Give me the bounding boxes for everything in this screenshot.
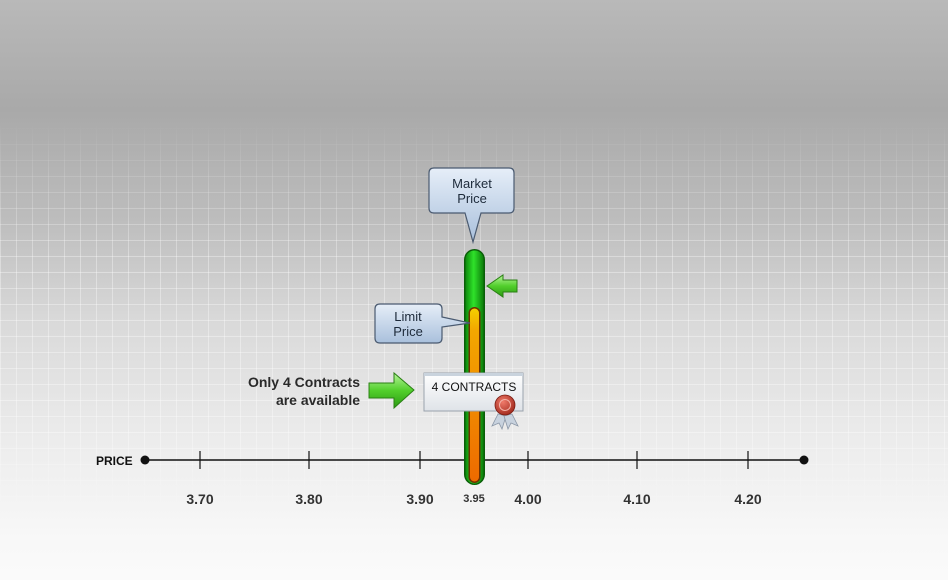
arrow-left-icon bbox=[486, 274, 518, 298]
axis-label: PRICE bbox=[96, 454, 133, 468]
price-axis: PRICE 3.70 3.80 3.90 4.00 4.10 4.20 3.95 bbox=[96, 451, 809, 507]
marker-price-label: 3.95 bbox=[463, 493, 484, 505]
seal-ribbon-icon bbox=[491, 394, 519, 431]
tick-label: 3.90 bbox=[406, 491, 433, 507]
arrow-right-icon bbox=[368, 371, 415, 410]
market-price-line2: Price bbox=[457, 191, 487, 206]
tick-label: 4.00 bbox=[514, 491, 541, 507]
axis-start-dot bbox=[140, 455, 150, 465]
tick-label: 3.80 bbox=[295, 491, 322, 507]
contracts-badge: 4 CONTRACTS bbox=[423, 372, 524, 431]
availability-note-line1: Only 4 Contracts bbox=[248, 374, 360, 390]
limit-price-line2: Price bbox=[393, 324, 423, 339]
market-price-callout: Market Price bbox=[428, 167, 515, 245]
limit-price-line1: Limit bbox=[394, 309, 422, 324]
tick-label: 4.10 bbox=[623, 491, 650, 507]
market-price-line1: Market bbox=[452, 176, 492, 191]
tick-label: 4.20 bbox=[734, 491, 761, 507]
tick-label: 3.70 bbox=[186, 491, 213, 507]
contracts-badge-label: 4 CONTRACTS bbox=[432, 380, 517, 394]
axis-end-dot bbox=[799, 455, 809, 465]
limit-price-callout: Limit Price bbox=[374, 303, 471, 344]
availability-note-line2: are available bbox=[276, 392, 360, 408]
